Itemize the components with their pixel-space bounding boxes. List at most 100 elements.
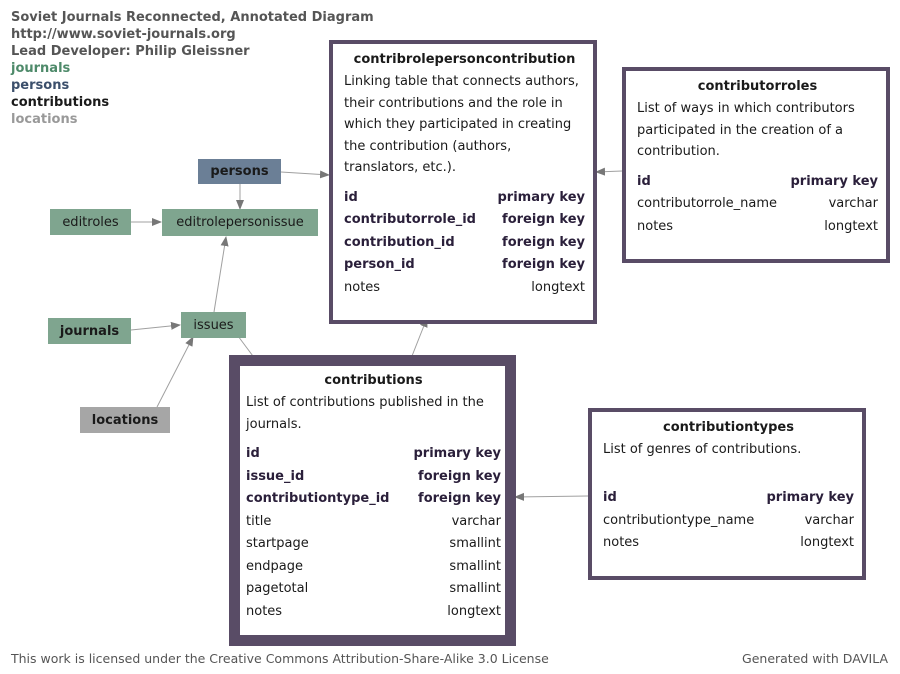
column-name: id <box>246 446 260 461</box>
column-row: contributiontype_name varchar <box>603 510 854 533</box>
diagram-legend: Soviet Journals Reconnected, Annotated D… <box>11 9 374 128</box>
column-row: contributorrole_name varchar <box>637 193 878 216</box>
column-name: notes <box>344 279 381 295</box>
column-name: endpage <box>246 558 303 574</box>
column-type: longtext <box>800 535 854 550</box>
generator-credit: Generated with DAVILA <box>742 651 888 666</box>
column-name: notes <box>637 218 674 234</box>
column-list: id primary key contributiontype_name varch… <box>603 487 854 555</box>
table-title: contributiontypes <box>663 420 794 435</box>
column-name: issue_id <box>246 468 305 484</box>
column-row: issue_id foreign key <box>246 466 501 489</box>
column-type: foreign key <box>418 491 501 506</box>
table-description: Linking table that connects authors, the… <box>344 74 579 175</box>
node-issues-label: issues <box>193 317 234 333</box>
column-name: contribution_id <box>344 234 455 250</box>
column-row: notes longtext <box>603 532 854 555</box>
column-name: id <box>344 189 358 205</box>
column-name: id <box>637 173 651 189</box>
node-editrolepersonissue-label: editrolepersonissue <box>176 215 304 230</box>
column-type: foreign key <box>502 212 585 227</box>
lead-developer: Lead Developer: Philip Gleissner <box>11 44 250 59</box>
column-row: contributiontype_id foreign key <box>246 488 501 511</box>
column-type: primary key <box>790 173 879 189</box>
column-type: foreign key <box>418 468 501 484</box>
column-row: contributorrole_id foreign key <box>344 209 585 232</box>
node-locations-label: locations <box>91 412 159 428</box>
column-type: primary key <box>766 490 855 505</box>
edge-contributions-to-linking <box>411 317 428 357</box>
node-editroles[interactable]: editroles <box>50 209 131 235</box>
column-row: contribution_id foreign key <box>344 232 585 255</box>
column-name: notes <box>603 535 640 550</box>
legend-group-list: journals persons contributions locations <box>11 60 374 128</box>
column-name: id <box>603 490 617 505</box>
edge-persons-to-linking <box>280 170 330 179</box>
legend-group-journals: journals <box>11 61 71 76</box>
node-editrolepersonissue[interactable]: editrolepersonissue <box>162 209 318 236</box>
diagram-title: Soviet Journals Reconnected, Annotated D… <box>11 10 374 25</box>
column-type: varchar <box>451 513 501 529</box>
node-editroles-label: editroles <box>62 214 119 230</box>
column-name: person_id <box>344 257 415 272</box>
column-row: id primary key <box>344 187 585 210</box>
table-title: contributions <box>324 373 423 388</box>
table-description: List of genres of contributions. <box>603 442 802 457</box>
column-row: id primary key <box>246 443 501 466</box>
column-row: id primary key <box>637 171 878 194</box>
node-journals[interactable]: journals <box>48 318 131 344</box>
column-type: varchar <box>804 512 854 528</box>
column-name: contributiontype_name <box>603 512 755 528</box>
edge-issues-to-editrolepersonissue <box>213 236 229 313</box>
column-type: longtext <box>531 279 585 295</box>
column-type: smallint <box>449 581 501 596</box>
column-type: smallint <box>449 558 501 574</box>
column-name: pagetotal <box>246 581 309 596</box>
column-type: longtext <box>824 218 878 234</box>
column-row: title varchar <box>246 511 501 534</box>
legend-group-contributions: contributions <box>11 95 110 110</box>
edge-contributorroles-to-linking <box>595 167 623 176</box>
column-row: pagetotal smallint <box>246 578 501 601</box>
project-url: http://www.soviet-journals.org <box>11 27 236 42</box>
table-contributorroles[interactable]: contributorroles List of ways in which c… <box>622 67 890 263</box>
column-name: title <box>246 513 272 529</box>
node-issues[interactable]: issues <box>181 312 246 338</box>
node-locations[interactable]: locations <box>80 407 170 433</box>
table-contribrolepersoncontribution[interactable]: contribrolepersoncontribution Linking ta… <box>329 40 597 324</box>
column-row: person_id foreign key <box>344 254 585 277</box>
table-description: List of contributions published in the j… <box>246 395 484 432</box>
legend-group-persons: persons <box>11 78 70 93</box>
edge-locations-to-issues <box>156 336 194 408</box>
table-contributions[interactable]: contributions List of contributions publ… <box>229 355 516 646</box>
column-list: id primary key contributorrole_name varcha… <box>637 171 878 239</box>
node-persons-label: persons <box>210 164 269 179</box>
column-type: longtext <box>447 603 501 619</box>
table-description: List of ways in which contributors parti… <box>637 101 855 159</box>
column-name: contributorrole_id <box>344 212 476 227</box>
column-type: foreign key <box>502 234 585 250</box>
column-name: contributorrole_name <box>637 196 778 211</box>
node-journals-label: journals <box>59 323 120 339</box>
table-title: contribrolepersoncontribution <box>353 52 576 67</box>
column-type: primary key <box>497 189 586 205</box>
table-title: contributorroles <box>697 79 818 94</box>
column-name: contributiontype_id <box>246 491 390 506</box>
column-row: endpage smallint <box>246 556 501 579</box>
column-type: varchar <box>828 196 878 211</box>
license-notice: This work is licensed under the Creative… <box>11 651 549 666</box>
legend-group-locations: locations <box>11 112 78 127</box>
edge-journals-to-issues <box>130 321 181 331</box>
edge-contributiontypes-to-contributions <box>514 492 589 501</box>
column-row: id primary key <box>603 487 854 510</box>
node-persons[interactable]: persons <box>198 159 281 184</box>
column-type: foreign key <box>502 257 585 272</box>
column-type: primary key <box>413 446 502 461</box>
column-row: notes longtext <box>344 277 585 300</box>
column-name: startpage <box>246 536 309 551</box>
table-contributiontypes[interactable]: contributiontypes List of genres of cont… <box>588 408 866 580</box>
